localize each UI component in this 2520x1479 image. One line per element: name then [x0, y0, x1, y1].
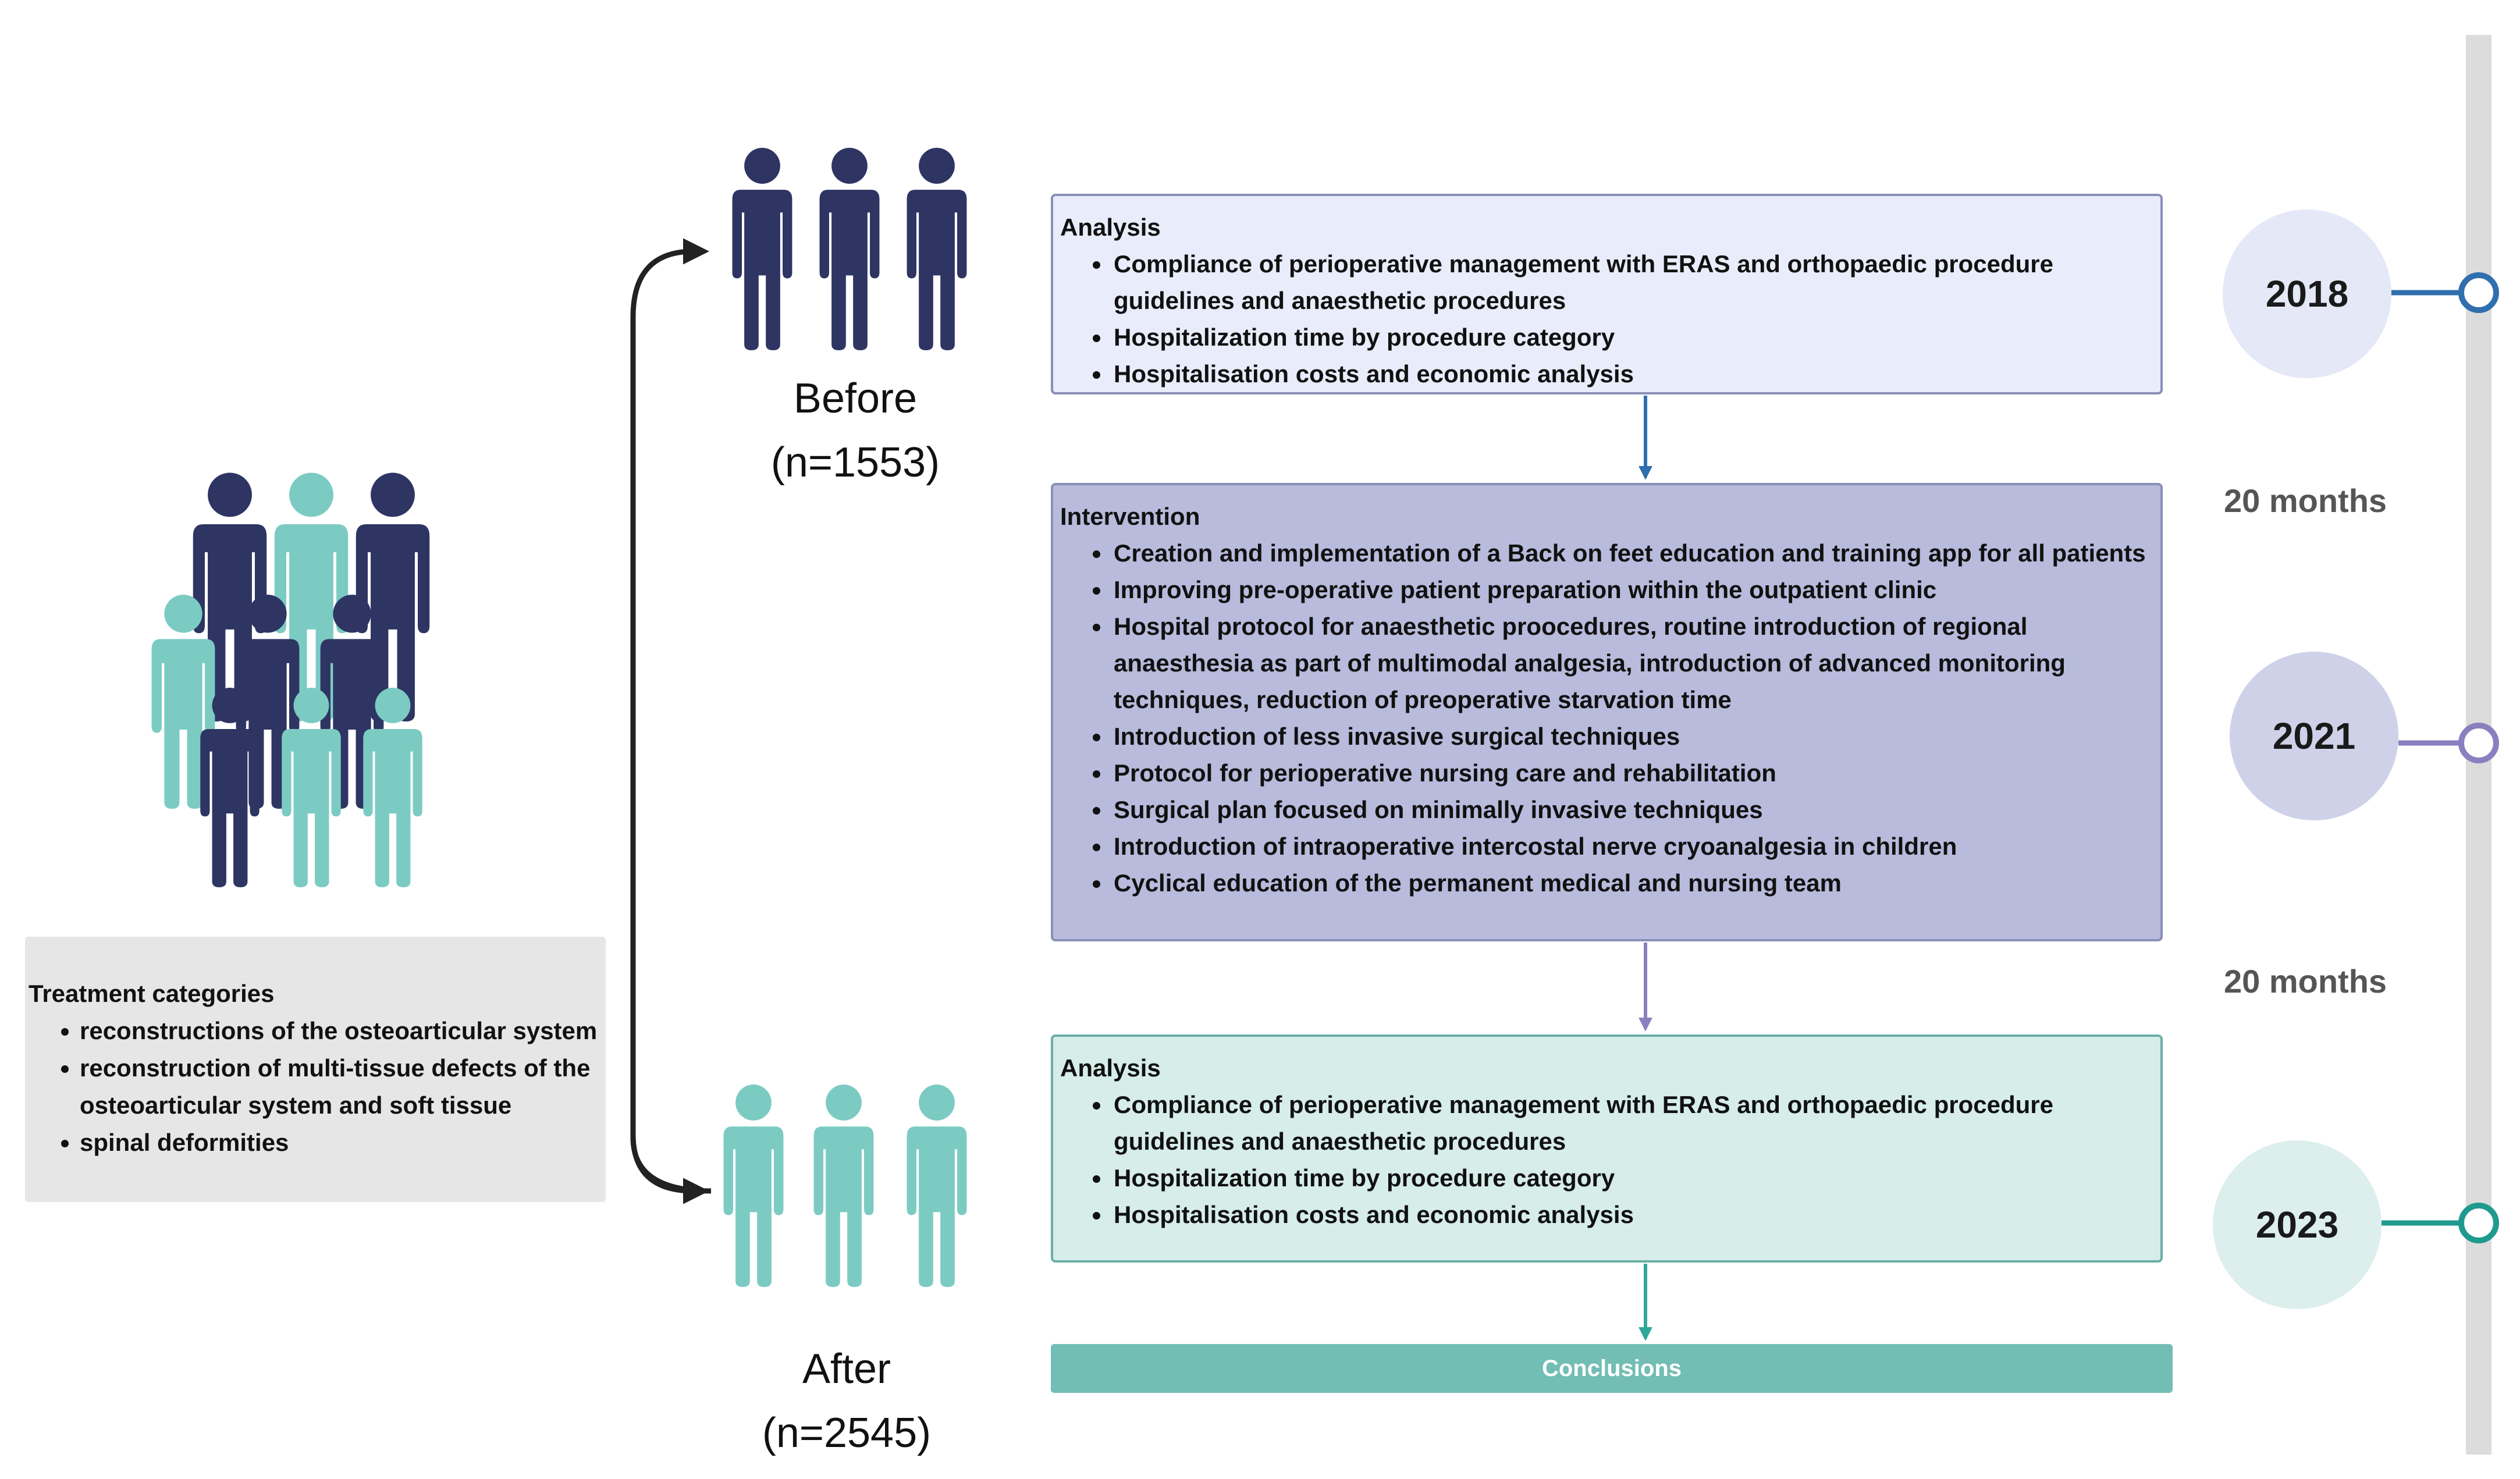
after-count: (n=2545): [762, 1410, 932, 1456]
intervention-list: Creation and implementation of a Back on…: [1060, 535, 2153, 901]
intervention-title: Intervention: [1060, 503, 1200, 530]
year-label: 2023: [2255, 1204, 2339, 1246]
after-label: After (n=2545): [707, 1337, 986, 1465]
treatment-category-item: reconstruction of multi-tissue defects o…: [80, 1050, 600, 1124]
analysis-list: Compliance of perioperative management w…: [1060, 246, 2153, 392]
analysis-item: Hospitalisation costs and economic analy…: [1111, 355, 2153, 392]
year-label: 2021: [2272, 715, 2356, 757]
intervention-item: Surgical plan focused on minimally invas…: [1111, 791, 2153, 828]
intervention-item: Cyclical education of the permanent medi…: [1111, 865, 2153, 901]
intervention-item: Improving pre-operative patient preparat…: [1111, 571, 2153, 608]
after-label-text: After: [802, 1346, 891, 1392]
duration-label: 20 months: [2224, 482, 2387, 519]
treatment-category-item: spinal deformities: [80, 1124, 600, 1161]
year-label: 2018: [2265, 273, 2349, 315]
intervention-item: Protocol for perioperative nursing care …: [1111, 755, 2153, 791]
year-circle-2018: 2018: [2223, 209, 2391, 378]
conclusions-bar: Conclusions: [1051, 1344, 2173, 1393]
analysis-title: Analysis: [1060, 1054, 1161, 1082]
analysis-item: Hospitalization time by procedure catego…: [1111, 319, 2153, 355]
timeline-node-2018: [2458, 272, 2499, 313]
treatment-categories-title: Treatment categories: [29, 980, 275, 1007]
before-label: Before (n=1553): [716, 367, 995, 495]
treatment-categories-list: reconstructions of the osteoarticular sy…: [29, 1012, 600, 1161]
year-circle-2023: 2023: [2213, 1140, 2382, 1309]
before-label-text: Before: [793, 375, 918, 422]
bracket-arrow-after: [630, 1134, 709, 1204]
intervention-item: Introduction of less invasive surgical t…: [1111, 718, 2153, 755]
analysis-item: Compliance of perioperative management w…: [1111, 1086, 2153, 1160]
timeline-node-2023: [2458, 1203, 2499, 1243]
analysis-item: Hospitalisation costs and economic analy…: [1111, 1196, 2153, 1233]
year-circle-2021: 2021: [2230, 652, 2398, 820]
conclusions-label: Conclusions: [1541, 1355, 1682, 1381]
treatment-categories-box: Treatment categories reconstructions of …: [25, 937, 606, 1202]
intervention-item: Creation and implementation of a Back on…: [1111, 535, 2153, 571]
before-count: (n=1553): [770, 439, 940, 486]
treatment-category-item: reconstructions of the osteoarticular sy…: [80, 1012, 600, 1050]
timeline-node-2021: [2458, 723, 2499, 763]
analysis-title: Analysis: [1060, 214, 1161, 241]
intervention-box: Intervention Creation and implementation…: [1051, 483, 2163, 941]
analysis-list: Compliance of perioperative management w…: [1060, 1086, 2153, 1233]
analysis-box-after: Analysis Compliance of perioperative man…: [1051, 1034, 2163, 1263]
analysis-item: Compliance of perioperative management w…: [1111, 246, 2153, 319]
duration-label: 20 months: [2224, 963, 2387, 1000]
analysis-box-before: Analysis Compliance of perioperative man…: [1051, 194, 2163, 394]
analysis-item: Hospitalization time by procedure catego…: [1111, 1160, 2153, 1196]
intervention-item: Introduction of intraoperative intercost…: [1111, 828, 2153, 865]
intervention-item: Hospital protocol for anaesthetic prooce…: [1111, 608, 2153, 718]
